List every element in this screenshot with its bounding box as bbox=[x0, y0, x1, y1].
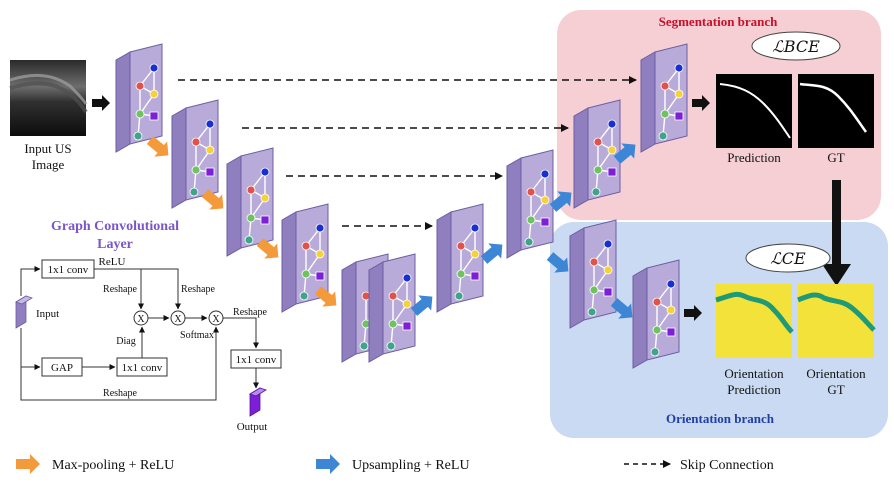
gcl-multiply-node-1: X bbox=[133, 310, 149, 326]
bottleneck-layer-2 bbox=[368, 253, 416, 363]
legend-maxpool-arrow bbox=[16, 454, 40, 474]
gcl-diag-label: Diag bbox=[116, 336, 135, 347]
gcl-multiply-node-2: X bbox=[170, 310, 186, 326]
orientation-branch-title: Orientation branch bbox=[666, 411, 775, 426]
gcl-reshape-right-label: Reshape bbox=[181, 284, 215, 295]
gcl-title-line1: Graph Convolutional bbox=[51, 219, 179, 234]
gcl-multiply-node-3: X bbox=[208, 310, 224, 326]
gcl-multiply-symbol-2: X bbox=[174, 314, 182, 325]
segmentation-gt-label: GT bbox=[827, 150, 844, 165]
orientation-gt-label-2: GT bbox=[827, 382, 844, 397]
gcl-output-block bbox=[249, 387, 267, 417]
gcl-connectors bbox=[20, 266, 259, 401]
gcl-gap-label: GAP bbox=[51, 362, 73, 374]
segmentation-branch-title: Segmentation branch bbox=[659, 14, 779, 29]
bce-loss-badge: ℒBCE bbox=[751, 31, 841, 61]
orientation-prediction-label-1: Orientation bbox=[724, 366, 784, 381]
input-to-layer-arrow bbox=[92, 95, 110, 111]
gcl-relu-label: ReLU bbox=[99, 256, 126, 268]
legend-upsample-label: Upsampling + ReLU bbox=[352, 458, 470, 473]
gcl-reshape-left-label: Reshape bbox=[103, 284, 137, 295]
segmentation-prediction-label: Prediction bbox=[727, 150, 781, 165]
seg-to-orientation-arrow bbox=[822, 180, 851, 286]
gcl-conv-out-label: 1x1 conv bbox=[236, 354, 277, 366]
bce-loss-label: ℒBCE bbox=[772, 37, 820, 56]
gcl-input-label: Input bbox=[36, 308, 59, 320]
gcl-reshape-bottom-label: Reshape bbox=[103, 388, 137, 399]
orientation-gt-image bbox=[797, 284, 876, 358]
encoder-layer-1 bbox=[115, 43, 163, 153]
gcl-reshape-out-label: Reshape bbox=[233, 307, 267, 318]
gcl-conv-top-label: 1x1 conv bbox=[48, 264, 89, 276]
input-label-line1: Input US bbox=[24, 141, 71, 156]
decoder-layer-1 bbox=[436, 203, 484, 313]
ori-decoder-layer-1 bbox=[569, 219, 617, 329]
input-us-image bbox=[9, 60, 88, 136]
orientation-gt-label-1: Orientation bbox=[806, 366, 866, 381]
encoder-layer-3 bbox=[226, 147, 274, 257]
ori-decoder-layer-2 bbox=[632, 259, 680, 369]
gcl-output-label: Output bbox=[237, 421, 268, 433]
legend-skip-label: Skip Connection bbox=[680, 458, 774, 473]
gcl-multiply-symbol-1: X bbox=[137, 314, 145, 325]
input-label-line2: Image bbox=[32, 157, 65, 172]
gcl-title-line2: Layer bbox=[97, 237, 133, 252]
legend-maxpool-label: Max-pooling + ReLU bbox=[52, 458, 174, 473]
gcl-input-block bbox=[15, 295, 33, 329]
orientation-prediction-image bbox=[715, 284, 794, 358]
ce-loss-label: ℒCE bbox=[770, 249, 806, 268]
ce-loss-badge: ℒCE bbox=[745, 243, 831, 273]
seg-decoder-layer-1 bbox=[573, 99, 621, 209]
segmentation-prediction-image bbox=[716, 74, 792, 148]
seg-decoder-layer-2 bbox=[640, 43, 688, 153]
gcl-conv-mid-label: 1x1 conv bbox=[122, 362, 163, 374]
decoder-layer-2 bbox=[506, 149, 554, 259]
segmentation-gt-image bbox=[798, 74, 874, 148]
legend-upsample-arrow bbox=[316, 454, 340, 474]
orientation-prediction-label-2: Prediction bbox=[727, 382, 781, 397]
gcl-softmax-label: Softmax bbox=[180, 330, 214, 341]
gcl-multiply-symbol-3: X bbox=[212, 314, 220, 325]
